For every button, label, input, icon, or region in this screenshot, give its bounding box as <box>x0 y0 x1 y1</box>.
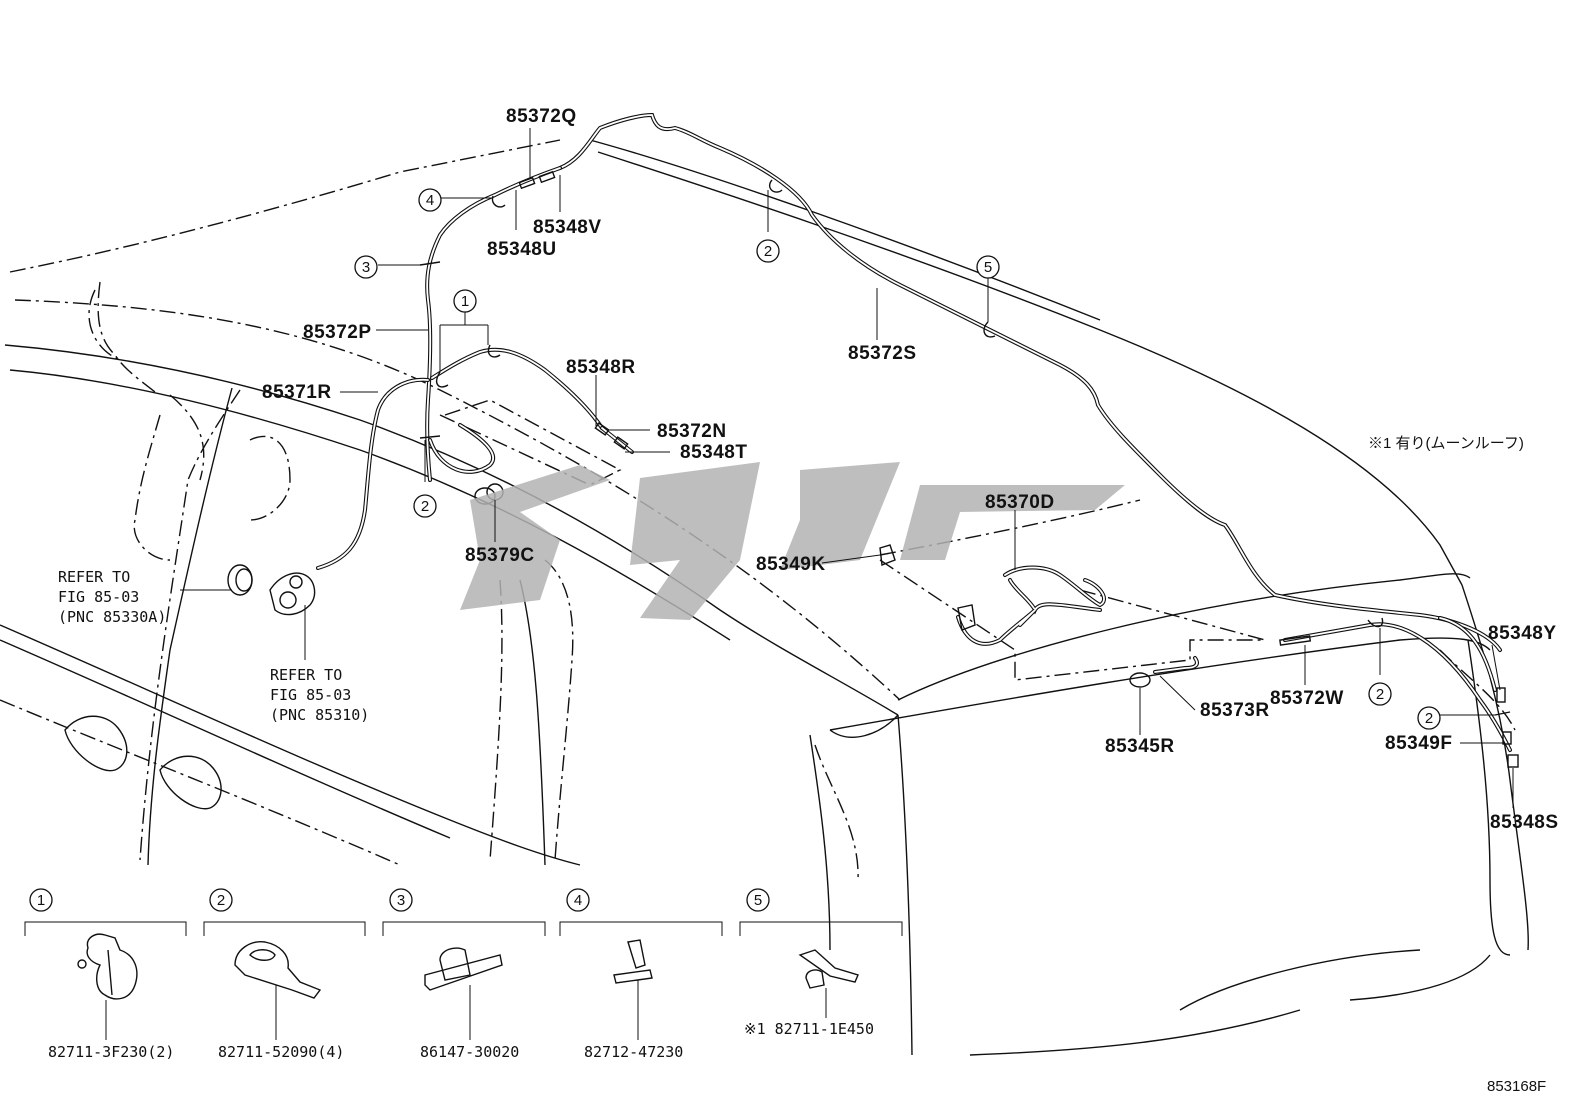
label-85349F: 85349F <box>1385 733 1452 754</box>
clip-legend-item-1: 1 82711-3F230(2) <box>24 888 187 1061</box>
clip-legend-item-4: 4 82712-47230 <box>559 888 723 1061</box>
callout-2-rear-lower: 2 <box>1417 706 1441 730</box>
clip-part-3: 86147-30020 <box>420 1043 519 1061</box>
moonroof-note: ※1 有り(ムーンルーフ) <box>1368 435 1524 452</box>
clip-legend-item-3: 3 86147-30020 <box>382 888 546 1061</box>
refer-note-1-line3: (PNC 85330A) <box>58 608 166 626</box>
svg-text:3: 3 <box>362 259 370 276</box>
label-85349K: 85349K <box>756 554 826 575</box>
clip-legend-item-5: 5 ※1 82711-1E450 <box>739 888 903 1038</box>
label-85370D: 85370D <box>985 492 1055 513</box>
callout-3-top: 3 <box>354 255 378 279</box>
leader-lines <box>180 128 1514 808</box>
label-85372W: 85372W <box>1270 688 1344 709</box>
clip-part-5: ※1 82711-1E450 <box>744 1020 874 1038</box>
label-85348R: 85348R <box>566 357 636 378</box>
callout-2-rear: 2 <box>1368 682 1392 706</box>
svg-text:1: 1 <box>37 892 45 909</box>
refer-note-1-line1: REFER TO <box>58 568 130 586</box>
callout-circles: 4 3 1 2 2 5 2 2 <box>354 188 1441 730</box>
callout-2-roof: 2 <box>756 239 780 263</box>
svg-text:5: 5 <box>754 892 762 909</box>
callout-1-top: 1 <box>453 289 477 313</box>
label-85348V: 85348V <box>533 217 602 238</box>
hose-clips <box>419 179 1511 716</box>
refer-note-2-line2: FIG 85-03 <box>270 686 351 704</box>
svg-text:2: 2 <box>1425 710 1433 727</box>
label-85348Y: 85348Y <box>1488 623 1557 644</box>
label-85379C: 85379C <box>465 545 535 566</box>
label-85348T: 85348T <box>680 442 747 463</box>
svg-text:2: 2 <box>764 243 772 260</box>
svg-text:4: 4 <box>426 192 434 209</box>
callout-5-roof: 5 <box>976 255 1000 279</box>
svg-text:1: 1 <box>461 293 469 310</box>
svg-text:2: 2 <box>1376 686 1384 703</box>
callout-2-left: 2 <box>413 494 437 518</box>
clip-part-1: 82711-3F230(2) <box>48 1043 174 1061</box>
svg-text:5: 5 <box>984 259 992 276</box>
refer-note-1-line2: FIG 85-03 <box>58 588 139 606</box>
label-85372S: 85372S <box>848 343 917 364</box>
figure-id: 853168F <box>1487 1078 1546 1095</box>
label-85348U: 85348U <box>487 239 557 260</box>
part-labels: 85372Q 85348V 85348U 85372P 85371R 85348… <box>58 106 1559 833</box>
svg-text:4: 4 <box>574 892 582 909</box>
component-shapes <box>227 170 1519 768</box>
clip-part-4: 82712-47230 <box>584 1043 683 1061</box>
refer-note-2-line3: (PNC 85310) <box>270 706 369 724</box>
label-85372Q: 85372Q <box>506 106 577 127</box>
svg-text:2: 2 <box>217 892 225 909</box>
callout-4-top: 4 <box>418 188 442 212</box>
washer-hoses <box>316 112 1512 752</box>
vehicle-body-outline <box>0 139 1529 1056</box>
label-85371R: 85371R <box>262 382 332 403</box>
svg-text:2: 2 <box>421 498 429 515</box>
clip-legend-item-2: 2 82711-52090(4) <box>203 888 366 1061</box>
label-85348S: 85348S <box>1490 812 1559 833</box>
svg-text:3: 3 <box>397 892 405 909</box>
refer-note-2-line1: REFER TO <box>270 666 342 684</box>
label-85345R: 85345R <box>1105 736 1175 757</box>
label-85373R: 85373R <box>1200 700 1270 721</box>
label-85372N: 85372N <box>657 421 727 442</box>
label-85372P: 85372P <box>303 322 372 343</box>
clip-part-2: 82711-52090(4) <box>218 1043 344 1061</box>
clip-legend: 1 82711-3F230(2) 2 82711-52090(4) 3 <box>24 888 903 1061</box>
watermark-logo <box>460 462 1125 620</box>
